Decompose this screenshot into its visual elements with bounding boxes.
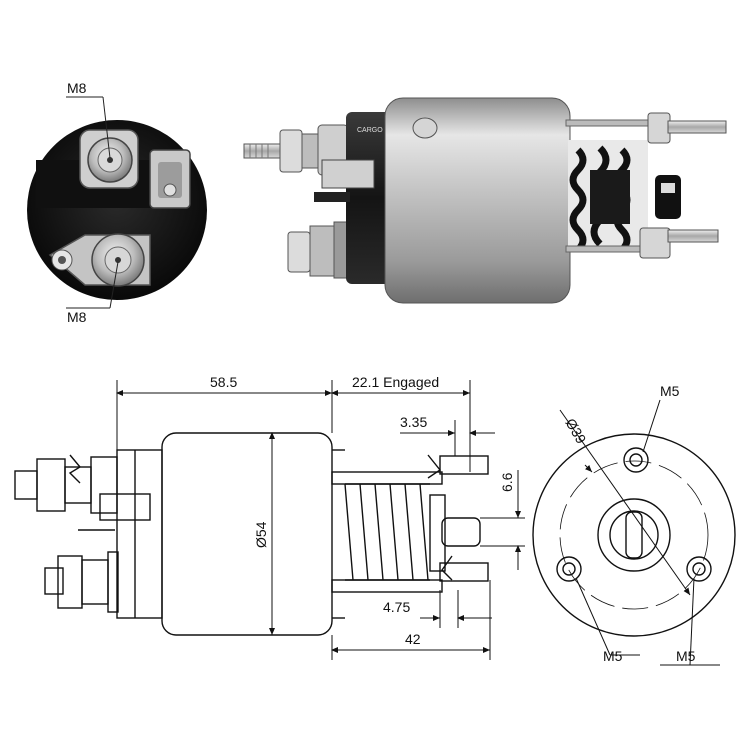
bottom-terminal-stud — [48, 233, 151, 287]
side-elevation-drawing — [14, 432, 489, 636]
end-view-right-bolt — [686, 556, 712, 582]
field-connector — [321, 159, 375, 189]
dim-eyelet-height: 6.6 — [499, 472, 515, 492]
end-view-left-bolt — [556, 556, 582, 582]
bottom-terminal-label: M8 — [67, 309, 87, 325]
drawing-cap-outline — [116, 449, 163, 619]
field-terminal-lug — [149, 149, 191, 209]
dim-bolt-circle: Ø39 — [562, 416, 589, 447]
drawing-upper-rod — [331, 471, 443, 485]
photo-side-view: CARGO — [243, 97, 727, 304]
dim-body-diameter: Ø54 — [253, 521, 269, 548]
drawing-upper-terminal — [14, 454, 118, 514]
drawing-lower-terminal — [44, 551, 119, 613]
body-marking: CARGO — [357, 127, 383, 134]
end-view-top-bolt — [623, 447, 649, 473]
drawing-body-outline — [161, 432, 333, 636]
dim-nut-thickness: 4.75 — [383, 599, 410, 615]
end-view-bore — [609, 510, 659, 560]
dim-engaged-travel: 22.1 Engaged — [352, 374, 439, 390]
plunger-eyelet — [655, 175, 681, 219]
top-terminal-label: M8 — [67, 80, 87, 96]
end-view-outer-circle — [532, 433, 736, 637]
return-spring — [568, 140, 648, 253]
dim-overall-plunger: 42 — [405, 631, 421, 647]
left-lower-stud — [287, 221, 355, 279]
body-rivet — [412, 117, 438, 139]
photo-end-view: M8 M8 — [27, 80, 207, 325]
field-strap — [314, 192, 350, 202]
end-view-drawing — [532, 399, 736, 666]
right-upper-stud — [565, 112, 727, 144]
dim-body-length: 58.5 — [210, 374, 237, 390]
end-view-inner-ring — [597, 498, 671, 572]
dimension-lines — [116, 380, 525, 660]
drawing-lower-rod — [331, 579, 443, 593]
drawing-field-lug — [99, 493, 151, 521]
terminal-cap — [346, 112, 392, 284]
drawing-spring — [344, 483, 430, 581]
top-terminal-stud — [79, 129, 139, 189]
drawing-right-upper-nut — [439, 455, 489, 475]
drawing-right-lower-nut — [439, 562, 489, 582]
right-lower-stud — [565, 227, 719, 259]
dim-stud-offset: 3.35 — [400, 414, 427, 430]
left-bolt-label: M5 — [603, 648, 623, 664]
top-bolt-label: M5 — [660, 383, 680, 399]
end-view-plunger — [625, 511, 643, 559]
drawing-plunger-eyelet — [441, 517, 481, 547]
bolt-circle — [559, 460, 709, 610]
right-bolt-label: M5 — [676, 648, 696, 664]
